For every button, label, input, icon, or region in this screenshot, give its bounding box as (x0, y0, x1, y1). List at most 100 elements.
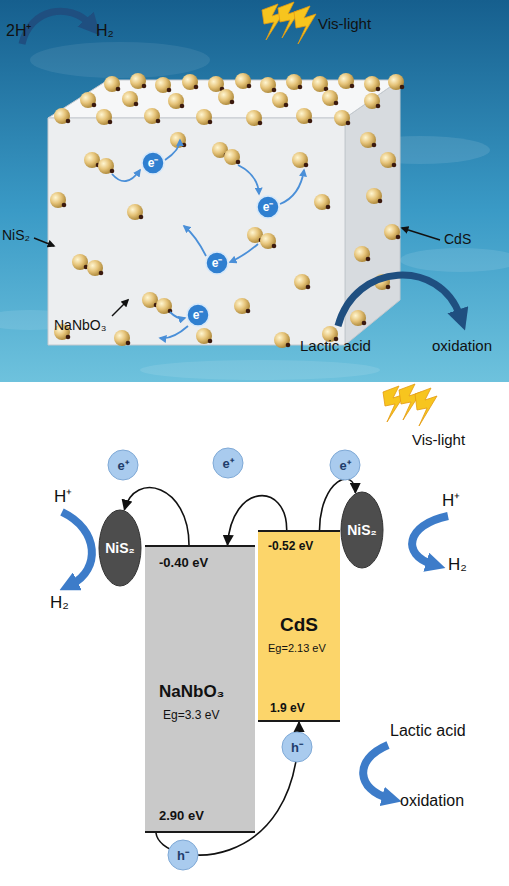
reaction-arrow (363, 745, 388, 798)
node-text: e⁺ (117, 459, 128, 472)
cds-particle (72, 254, 88, 270)
light-label: Vis-light (412, 432, 465, 449)
reactant-label: H⁺ (442, 492, 460, 511)
cds-particle (218, 89, 234, 105)
cocatalyst-oval: NiS₂ (340, 491, 384, 569)
cds-particle (246, 110, 262, 126)
electron-circle: e⁻ (205, 251, 229, 275)
electron-path (280, 170, 304, 204)
cds-particle (294, 274, 310, 290)
node-text: 1.9 eV (270, 702, 305, 715)
reactant-label: Lactic acid (390, 722, 466, 740)
light-bolt (383, 384, 437, 426)
cds-particle (384, 224, 400, 240)
charge-circle-outline (330, 450, 360, 480)
electron-path-group (112, 140, 304, 338)
electron-path (165, 140, 180, 160)
cds-particle (156, 298, 172, 314)
electron-path (160, 326, 188, 338)
cds-particle (292, 152, 308, 168)
water-ripple (30, 42, 210, 78)
cds-particle (196, 328, 212, 344)
cds-particle (234, 298, 250, 314)
cds-particle (312, 76, 328, 92)
cds-particle (54, 108, 70, 124)
reaction-arrow (412, 516, 448, 564)
cds-particle (260, 233, 276, 249)
electron-path (112, 170, 140, 181)
water-ripple (400, 248, 509, 272)
node-text: e⁻ (263, 201, 274, 213)
charge-circle-outline (108, 450, 138, 480)
cds-particle (96, 109, 112, 125)
cds-particle (364, 76, 380, 92)
cds-particle (296, 108, 312, 124)
reactant-label: 2H⁺ (6, 22, 31, 40)
cds-particle (122, 91, 138, 107)
cds-particle (144, 108, 160, 124)
leader-line (402, 228, 440, 240)
particle-group (50, 73, 404, 348)
cds-particle (130, 73, 146, 89)
cds-particle (272, 92, 288, 108)
cds-particle (142, 292, 158, 308)
water-background (0, 0, 509, 382)
cds-particle (127, 204, 143, 220)
electron-circle: e⁻ (141, 151, 165, 175)
node-text: -0.40 eV (159, 556, 208, 570)
cds-particle (168, 93, 184, 109)
cds-particle (322, 90, 338, 106)
electron-path (230, 244, 258, 262)
node-text: e⁻ (212, 257, 223, 269)
charge-circle: e⁺ (212, 447, 244, 479)
product-label: H₂ (448, 556, 467, 575)
cocatalyst-oval-outline (99, 510, 141, 586)
cds-particle (334, 110, 350, 126)
product-label: H₂ (96, 22, 114, 40)
charge-circle: e⁺ (329, 449, 361, 481)
product-label: oxidation (400, 792, 464, 810)
node-text: 2.90 eV (159, 809, 204, 823)
node-text: NiS₂ (105, 541, 135, 555)
cds-particle (114, 330, 130, 346)
electron-circle-outline (257, 196, 279, 218)
cds-particle (286, 74, 302, 90)
cds-particle (360, 132, 376, 148)
electron-circle-outline (142, 152, 164, 174)
cds-particle (196, 109, 212, 125)
cds-particle (354, 246, 370, 262)
charge-circle-outline (168, 840, 198, 870)
node-text: CdS (280, 615, 318, 636)
cds-particle (208, 76, 224, 92)
charge-circle-outline (213, 448, 243, 478)
light-bolt (262, 2, 316, 44)
reactant-label: Lactic acid (300, 338, 371, 355)
electron-circle-outline (187, 304, 209, 326)
cds-particle (104, 76, 120, 92)
electron-path (170, 312, 185, 318)
charge-circle: h⁻ (281, 731, 313, 763)
part-label: NiS₂ (2, 228, 30, 243)
cds-particle (314, 194, 330, 210)
band-block: -0.40 eVNaNbO₃Eg=3.3 eV2.90 eV (145, 545, 255, 833)
cds-particle (350, 310, 366, 326)
product-label: H₂ (50, 594, 69, 613)
cds-particle (388, 74, 404, 90)
electron-circle-outline (206, 252, 228, 274)
cds-particle (364, 93, 380, 109)
cds-particle (155, 77, 171, 93)
cocatalyst-oval-outline (341, 492, 383, 568)
reaction-arrow (22, 11, 90, 44)
electron-circle: e⁻ (186, 303, 210, 327)
reaction-arrow (338, 275, 460, 326)
node-text: h⁻ (177, 849, 189, 862)
cds-particle (260, 77, 276, 93)
cds-particle (380, 152, 396, 168)
charge-circle: e⁺ (107, 449, 139, 481)
band-block: -0.52 eVCdSEg=2.13 eV1.9 eV (258, 530, 340, 722)
cocatalyst-oval: NiS₂ (98, 509, 142, 587)
node-text: -0.52 eV (268, 540, 313, 553)
leader-line (112, 300, 128, 316)
cds-particle (366, 188, 382, 204)
cds-particle (274, 332, 290, 348)
